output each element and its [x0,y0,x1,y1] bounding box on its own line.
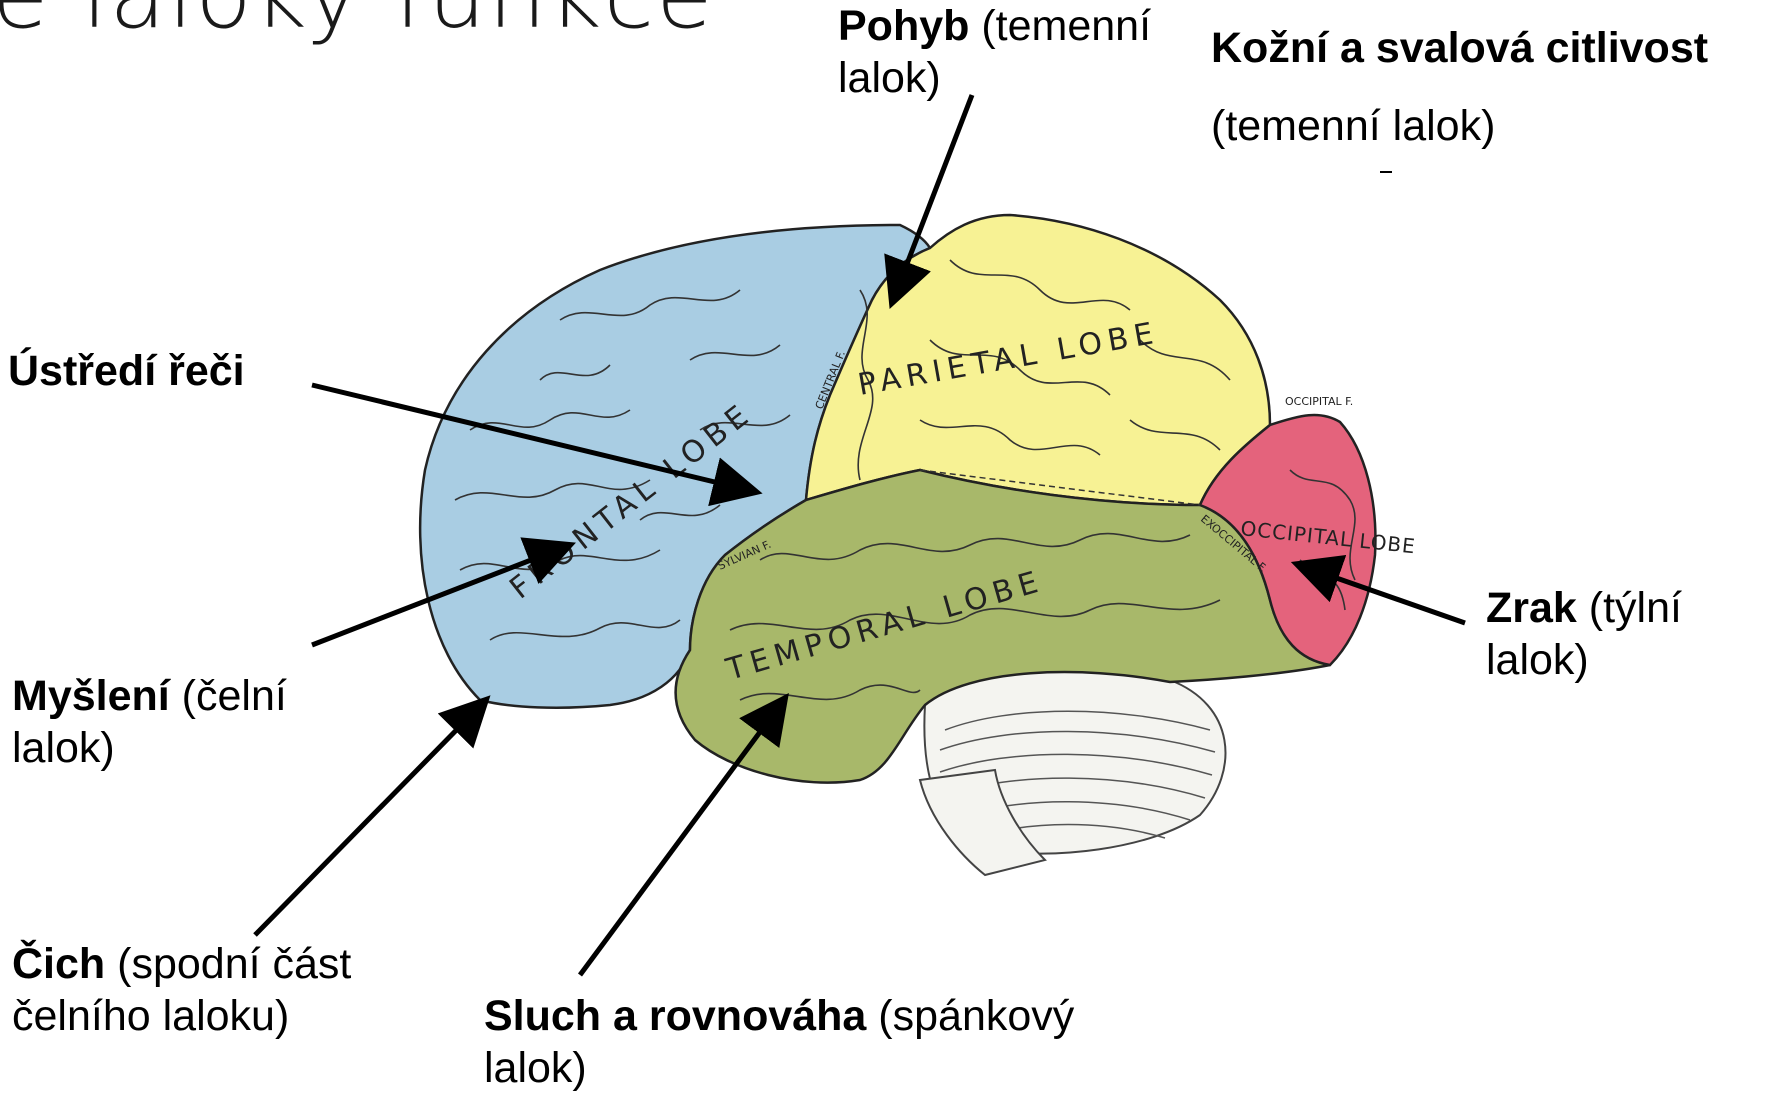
label-pohyb-line2: lalok) [838,52,1151,104]
label-sluch-line2: lalok) [484,1042,1074,1094]
label-mysleni-rest: (čelní [170,672,287,720]
label-cich-bold: Čich [12,940,105,988]
label-mysleni: Myšlení (čelní lalok) [12,670,287,774]
arrow-cich [255,706,480,935]
label-zrak-rest: (týlní [1577,584,1682,632]
label-pohyb: Pohyb (temenní lalok) [838,0,1151,104]
label-cich: Čich (spodní část čelního laloku) [12,938,351,1042]
label-zrak: Zrak (týlní lalok) [1486,582,1682,686]
label-mysleni-line2: lalok) [12,722,287,774]
label-sluch-rest: (spánkový [866,992,1074,1040]
label-kozni: Kožní a svalová citlivost (temenní lalok… [1211,22,1708,152]
label-kozni-line2: (temenní lalok) [1211,100,1708,152]
label-ustredi-bold: Ústředí řeči [8,347,245,395]
arrow-sluch [580,705,780,975]
label-pohyb-rest: (temenní [969,2,1151,50]
label-sluch-bold: Sluch a rovnováha [484,992,866,1040]
label-cich-rest: (spodní část [105,940,351,988]
label-ustredi: Ústředí řeči [8,345,245,397]
label-zrak-bold: Zrak [1486,584,1577,632]
label-mysleni-bold: Myšlení [12,672,170,720]
label-cich-line2: čelního laloku) [12,990,351,1042]
label-kozni-bold: Kožní a svalová citlivost [1211,24,1708,72]
label-pohyb-bold: Pohyb [838,2,969,50]
occipital-fissure-text: OCCIPITAL F. [1285,395,1353,408]
label-zrak-line2: lalok) [1486,634,1682,686]
label-sluch: Sluch a rovnováha (spánkový lalok) [484,990,1074,1094]
